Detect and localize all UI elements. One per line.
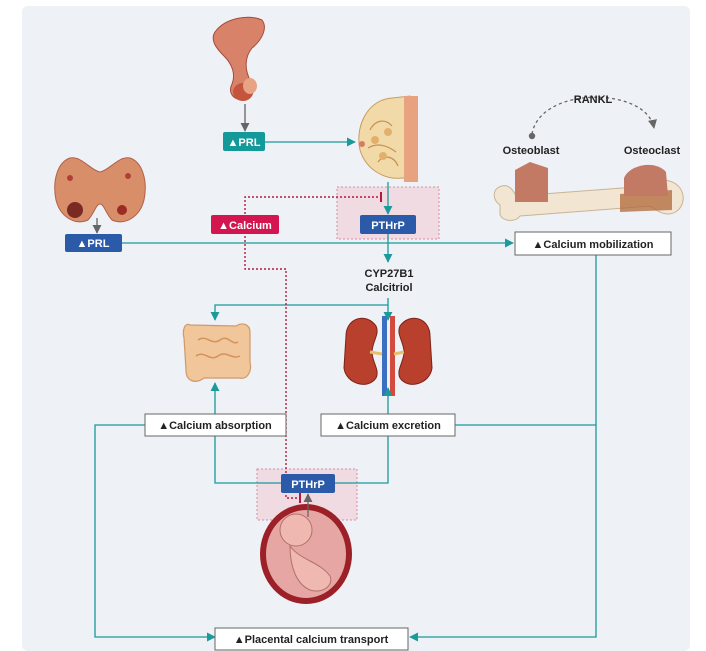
calcium-mobilization-box: ▲Calcium mobilization <box>515 232 671 255</box>
svg-text:▲Calcium absorption: ▲Calcium absorption <box>158 420 272 432</box>
prl-thyroid-box: ▲PRL <box>65 234 122 252</box>
pthrp-breast-box: PTHrP <box>360 215 416 234</box>
cyp27b1-label: CYP27B1 <box>365 268 414 280</box>
breast-gland-icon <box>359 96 418 182</box>
svg-text:▲Calcium: ▲Calcium <box>218 220 272 232</box>
prl-pituitary-box: ▲PRL <box>223 132 265 151</box>
intestine-icon <box>183 324 250 381</box>
svg-text:▲Calcium mobilization: ▲Calcium mobilization <box>533 239 654 251</box>
calcitriol-label: Calcitriol <box>365 282 412 294</box>
svg-text:▲Placental calcium transport: ▲Placental calcium transport <box>234 634 389 646</box>
thyroid-gland-icon <box>55 158 145 222</box>
svg-text:PTHrP: PTHrP <box>291 479 325 491</box>
calcium-absorption-box: ▲Calcium absorption <box>145 414 286 436</box>
calcium-box: ▲Calcium <box>211 215 279 234</box>
rankl-start-dot <box>529 133 535 139</box>
pituitary-gland-icon <box>213 17 264 101</box>
osteoclast-label: Osteoclast <box>624 145 681 157</box>
rankl-label: RANKL <box>574 94 613 106</box>
bone-icon <box>494 162 683 220</box>
svg-text:PTHrP: PTHrP <box>371 220 405 232</box>
svg-text:▲Calcium excretion: ▲Calcium excretion <box>335 420 441 432</box>
calcium-excretion-box: ▲Calcium excretion <box>321 414 455 436</box>
placental-transport-box: ▲Placental calcium transport <box>215 628 408 650</box>
kidney-icon <box>344 316 432 396</box>
fetus-icon <box>260 504 352 604</box>
svg-text:▲PRL: ▲PRL <box>228 137 261 149</box>
svg-text:▲PRL: ▲PRL <box>77 238 110 250</box>
osteoblast-label: Osteoblast <box>503 145 560 157</box>
pthrp-placenta-box: PTHrP <box>281 474 335 493</box>
